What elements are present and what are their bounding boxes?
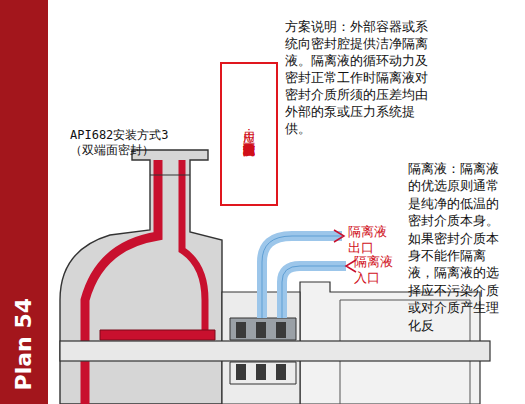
application-note: 应用：介质温度较高或含固体颗粒或两者兼有的场合。 [242,122,256,146]
flow-passage [182,160,205,330]
barrier-fluid-note: 隔离液：隔离液的优选原则通常是纯净的低温的密封介质本身。如果密封介质本身不能作隔… [408,160,502,334]
outlet-label: 隔离液出口 [348,224,392,256]
application-box: 应用：介质温度较高或含固体颗粒或两者兼有的场合。 [220,62,278,206]
pipe-edge [282,266,346,318]
inlet-pipe [282,266,346,318]
flow-passage [85,160,158,404]
seal-faces [236,322,286,338]
pipe-edge [262,236,342,318]
outlet-pipe [262,236,342,318]
seal-assembly [230,362,296,384]
plan-band: Plan 54 [0,0,48,404]
flange-line [150,175,190,176]
plan-title: Plan 54 [13,298,35,390]
seal-faces [236,364,286,380]
flow-arrow [334,230,344,242]
shaft [60,341,490,361]
impeller [100,330,215,340]
scheme-note: 方案说明：外部容器或系统向密封腔提供洁净隔离液。隔离液的循环动力及密封正常工作时… [285,18,435,137]
pump-casing [60,150,222,404]
install-type-label: API682安装方式3 （双端面密封） [70,128,188,158]
seal-assembly [230,318,296,340]
inlet-label: 隔离液入口 [354,254,398,286]
